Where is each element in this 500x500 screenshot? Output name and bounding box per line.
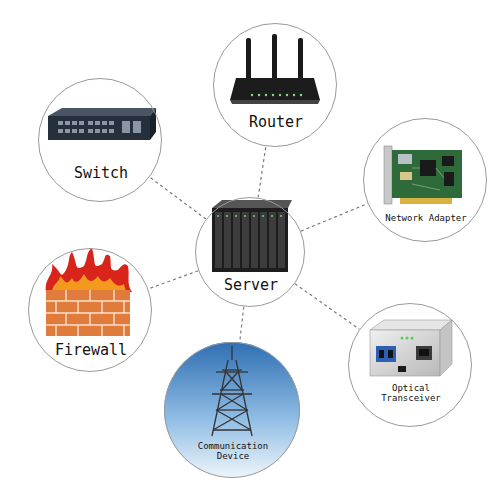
dashed-connector	[301, 204, 368, 231]
node-label: Switch	[51, 165, 151, 182]
node-label: Communication Device	[192, 441, 274, 462]
dashed-connector	[148, 271, 198, 289]
dashed-connector	[150, 177, 206, 219]
firewall-icon	[46, 248, 132, 336]
node-label: Optical Transceiver	[376, 383, 446, 404]
transceiver-node: Optical Transceiver	[348, 303, 472, 427]
transceiver-icon	[370, 320, 452, 376]
dashed-connector	[240, 307, 244, 343]
communication-device-node: Communication Device	[164, 342, 300, 478]
node-label: Network Adapter	[370, 213, 482, 223]
dashed-connector	[258, 146, 266, 197]
node-label: Router	[226, 114, 326, 131]
router-icon	[230, 34, 320, 104]
tower-icon	[212, 346, 252, 436]
router-node: Router	[213, 23, 337, 147]
server-icon	[212, 200, 292, 272]
firewall-node: Firewall	[28, 248, 152, 372]
circle-ground	[348, 303, 472, 427]
dashed-connector	[295, 284, 359, 330]
network-adapter-node: Network Adapter	[363, 118, 487, 242]
circle-ground	[28, 248, 152, 372]
circle-ground	[38, 78, 162, 202]
sky-photo	[164, 342, 300, 478]
switch-icon	[48, 108, 156, 140]
circle-ground	[363, 118, 487, 242]
circle-ground	[213, 23, 337, 147]
node-label: Firewall	[41, 342, 141, 359]
network-adapter-icon	[384, 146, 462, 204]
server-node: Server	[195, 197, 305, 307]
circle-ground	[195, 197, 305, 307]
node-label: Server	[206, 277, 296, 294]
switch-node: Switch	[38, 78, 162, 202]
